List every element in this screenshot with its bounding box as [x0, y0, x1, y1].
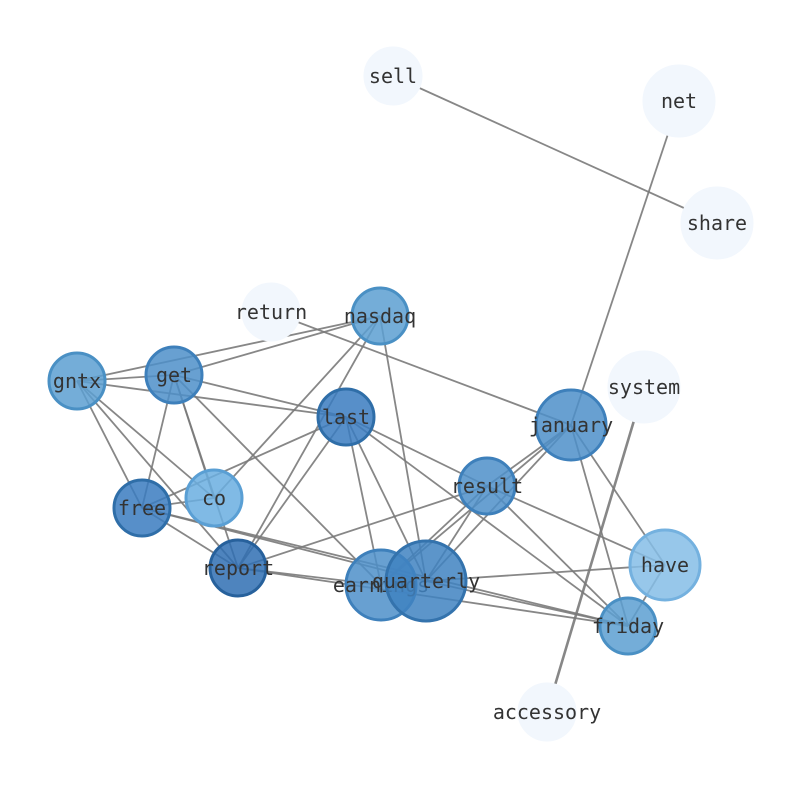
node-circle-net[interactable] [642, 64, 716, 138]
node-circle-last[interactable] [316, 387, 376, 447]
node-label-get: get [156, 363, 192, 387]
node-label-co: co [202, 486, 226, 510]
node-circle-quarterly[interactable] [384, 539, 468, 623]
node-have[interactable]: have [628, 528, 702, 602]
edge-nasdaq-get [173, 315, 381, 376]
edge-net-january [570, 100, 680, 426]
node-label-nasdaq: nasdaq [344, 304, 416, 328]
node-circle-accessory[interactable] [517, 682, 577, 742]
node-circle-co[interactable] [184, 468, 244, 528]
node-circle-system[interactable] [607, 350, 681, 424]
edge-gntx-last [76, 380, 347, 418]
node-last[interactable]: last [316, 387, 376, 447]
edge-last-report [237, 416, 347, 569]
edge-get-last [173, 374, 347, 418]
node-label-share: share [687, 211, 747, 235]
node-report[interactable]: report [202, 538, 274, 598]
node-circle-friday[interactable] [598, 596, 658, 656]
node-label-return: return [235, 300, 307, 324]
edge-gntx-co [76, 380, 215, 499]
node-label-friday: friday [592, 614, 664, 638]
node-circle-free[interactable] [112, 478, 172, 538]
node-return[interactable]: return [235, 282, 307, 342]
node-accessory[interactable]: accessory [493, 682, 601, 742]
node-january[interactable]: january [529, 388, 613, 462]
node-gntx[interactable]: gntx [47, 351, 107, 411]
node-system[interactable]: system [607, 350, 681, 424]
edge-nasdaq-gntx [76, 315, 381, 382]
node-circle-sell[interactable] [363, 46, 423, 106]
node-label-net: net [661, 89, 697, 113]
node-circle-result[interactable] [457, 456, 517, 516]
node-label-sell: sell [369, 64, 417, 88]
node-free[interactable]: free [112, 478, 172, 538]
node-label-january: january [529, 413, 613, 437]
node-label-quarterly: quarterly [372, 569, 480, 593]
edge-last-friday [345, 416, 629, 627]
node-circle-have[interactable] [628, 528, 702, 602]
node-quarterly[interactable]: quarterly [372, 539, 480, 623]
node-label-accessory: accessory [493, 700, 601, 724]
node-layer: sell net share return nasdaq gntx get system las… [47, 46, 754, 742]
node-circle-return[interactable] [241, 282, 301, 342]
node-label-last: last [322, 405, 370, 429]
node-label-have: have [641, 553, 689, 577]
node-circle-get[interactable] [144, 345, 204, 405]
node-circle-january[interactable] [534, 388, 608, 462]
node-nasdaq[interactable]: nasdaq [344, 286, 416, 346]
edge-get-earnings [173, 374, 382, 586]
edge-nasdaq-quarterly [379, 315, 427, 582]
edge-nasdaq-report [237, 315, 381, 569]
node-circle-share[interactable] [680, 186, 754, 260]
node-result[interactable]: result [451, 456, 523, 516]
node-label-result: result [451, 474, 523, 498]
node-circle-nasdaq[interactable] [350, 286, 410, 346]
node-label-system: system [608, 375, 680, 399]
node-label-report: report [202, 556, 274, 580]
edge-last-free [141, 416, 347, 509]
edge-sell-share [392, 75, 718, 224]
edge-result-report [237, 485, 488, 569]
edge-system-accessory [545, 386, 646, 713]
node-get[interactable]: get [144, 345, 204, 405]
edge-gntx-report [76, 380, 239, 569]
edge-nasdaq-co [213, 315, 381, 499]
edge-result-friday [486, 485, 629, 627]
node-share[interactable]: share [680, 186, 754, 260]
node-label-gntx: gntx [53, 369, 101, 393]
edge-return-january [270, 311, 572, 426]
node-friday[interactable]: friday [592, 596, 664, 656]
node-co[interactable]: co [184, 468, 244, 528]
node-sell[interactable]: sell [363, 46, 423, 106]
node-circle-report[interactable] [208, 538, 268, 598]
node-circle-gntx[interactable] [47, 351, 107, 411]
node-net[interactable]: net [642, 64, 716, 138]
node-label-free: free [118, 496, 166, 520]
